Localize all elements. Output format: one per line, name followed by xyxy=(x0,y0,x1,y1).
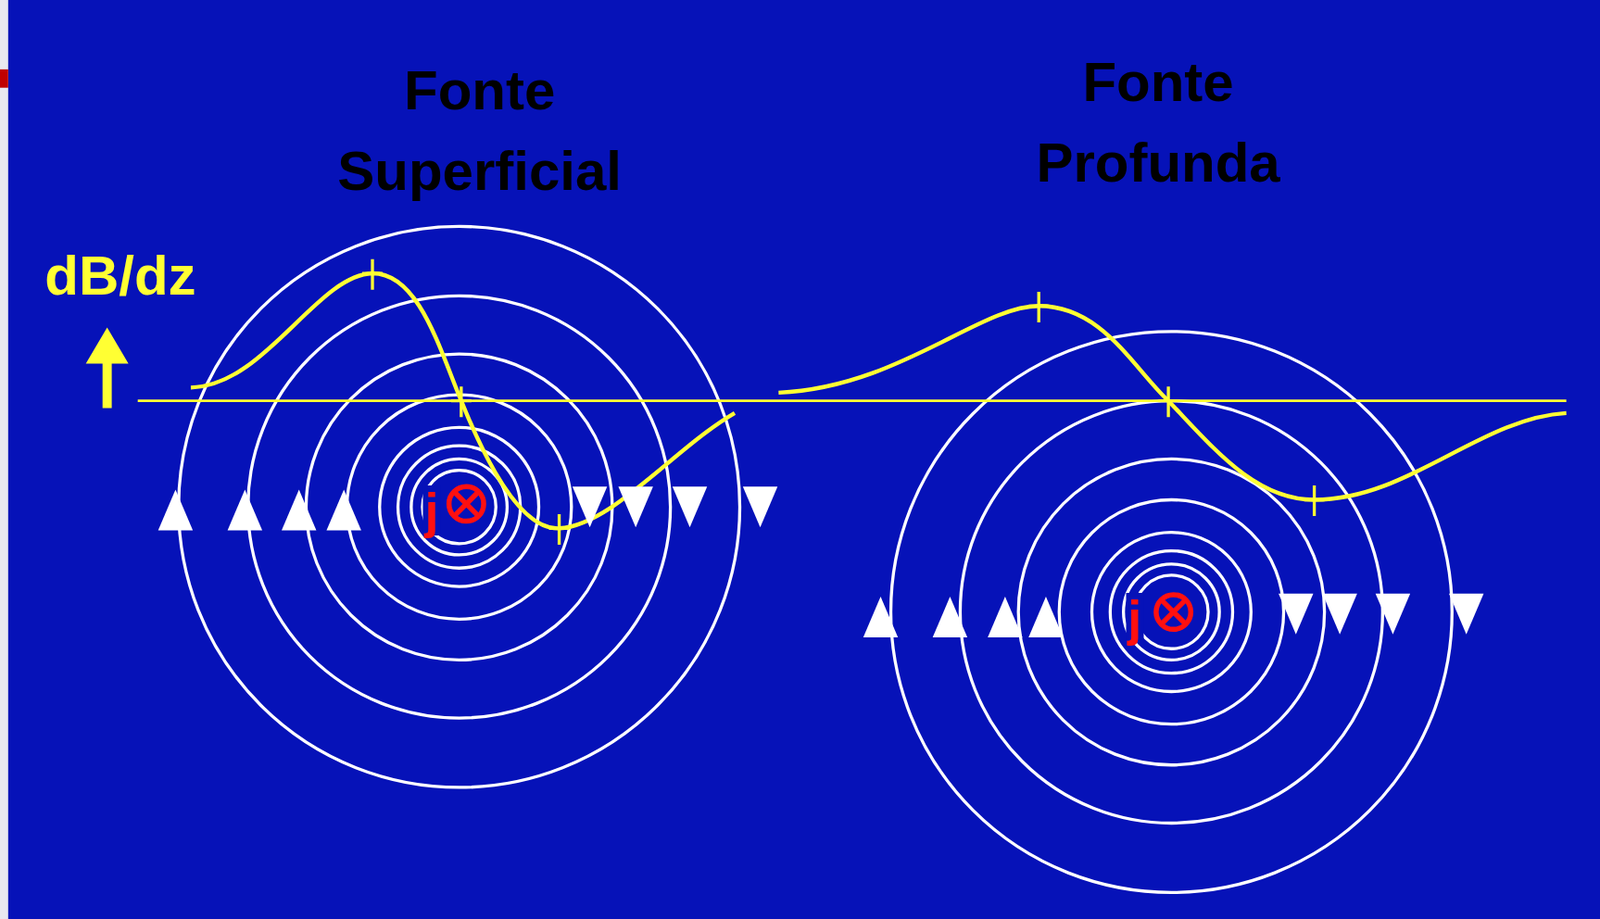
field-arrow-up xyxy=(227,489,263,530)
field-ring xyxy=(346,394,571,619)
field-arrow-up xyxy=(932,596,968,638)
up-arrow xyxy=(93,336,121,408)
field-arrow-down xyxy=(572,486,607,528)
field-ring xyxy=(1018,458,1324,765)
field-arrow-up xyxy=(863,596,898,638)
field-arrow-down xyxy=(672,486,707,528)
field-arrow-up xyxy=(326,489,361,530)
left-edge xyxy=(0,0,9,919)
current-symbol xyxy=(449,486,1192,630)
field-ring xyxy=(1109,551,1233,674)
field-arrow-up xyxy=(987,596,1022,638)
field-arrow-up xyxy=(158,489,193,530)
field-ring xyxy=(891,331,1453,894)
field-ring xyxy=(1092,532,1252,693)
field-ring xyxy=(379,427,540,587)
field-ring xyxy=(1058,499,1284,724)
field-arrow-down xyxy=(743,486,778,528)
heading: Fonte Profunda xyxy=(982,41,1335,203)
field-ring xyxy=(959,401,1383,824)
signal-curve xyxy=(190,273,735,529)
field-arrow-down xyxy=(1448,593,1484,635)
signal-curve xyxy=(778,305,1566,500)
heading: Fonte Superficial xyxy=(303,50,656,212)
current-label: j xyxy=(1125,592,1144,643)
field-ring xyxy=(1134,575,1209,649)
field-arrow-up xyxy=(281,489,316,530)
field-direction-arrows xyxy=(158,486,1485,638)
field-ring xyxy=(248,295,671,719)
field-ring xyxy=(411,458,508,555)
axis-label: dB/dz xyxy=(44,243,196,308)
field-arrow-down xyxy=(1322,593,1357,635)
edge-mark xyxy=(0,69,9,89)
field-arrow-down xyxy=(1278,593,1313,635)
field-ring xyxy=(422,470,496,544)
field-ring xyxy=(1123,564,1221,660)
field-ring xyxy=(398,445,521,568)
current-label: j xyxy=(422,485,441,536)
field-rings xyxy=(178,226,1453,893)
field-arrow-up xyxy=(1028,596,1063,638)
zero-line xyxy=(138,399,1567,403)
field-arrow-down xyxy=(1375,593,1411,635)
tick-marks xyxy=(362,259,1325,545)
field-arrow-down xyxy=(617,486,653,528)
field-ring xyxy=(178,226,741,788)
